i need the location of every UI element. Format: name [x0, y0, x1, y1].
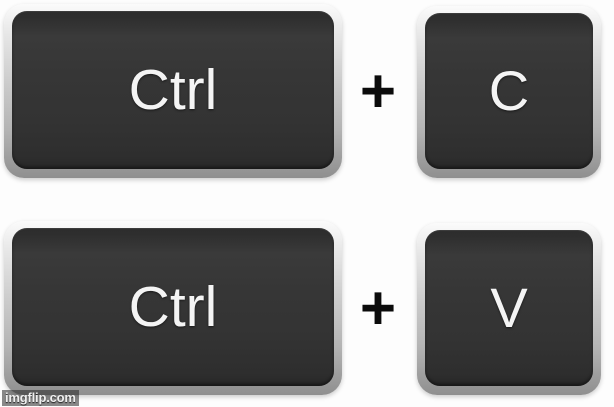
- keycap-face: V: [425, 230, 593, 386]
- watermark-imgflip: imgflip.com: [2, 390, 79, 406]
- keycap-face: C: [425, 13, 593, 169]
- shortcut-row-copy: Ctrl + C: [0, 0, 614, 190]
- plus-icon: +: [359, 57, 397, 126]
- keycap-label-v: V: [490, 276, 528, 339]
- keycap-ctrl-paste[interactable]: Ctrl: [4, 221, 342, 395]
- keycap-face: Ctrl: [12, 228, 334, 386]
- keycap-label-ctrl: Ctrl: [128, 274, 218, 339]
- keycap-face: Ctrl: [12, 11, 334, 169]
- keycap-v[interactable]: V: [417, 223, 601, 395]
- keycap-ctrl-copy[interactable]: Ctrl: [4, 4, 342, 178]
- shortcut-row-paste: Ctrl + V: [0, 217, 614, 407]
- keycap-label-c: C: [488, 59, 530, 122]
- keycap-label-ctrl: Ctrl: [128, 57, 218, 122]
- plus-icon: +: [359, 274, 397, 343]
- keycap-c[interactable]: C: [417, 6, 601, 178]
